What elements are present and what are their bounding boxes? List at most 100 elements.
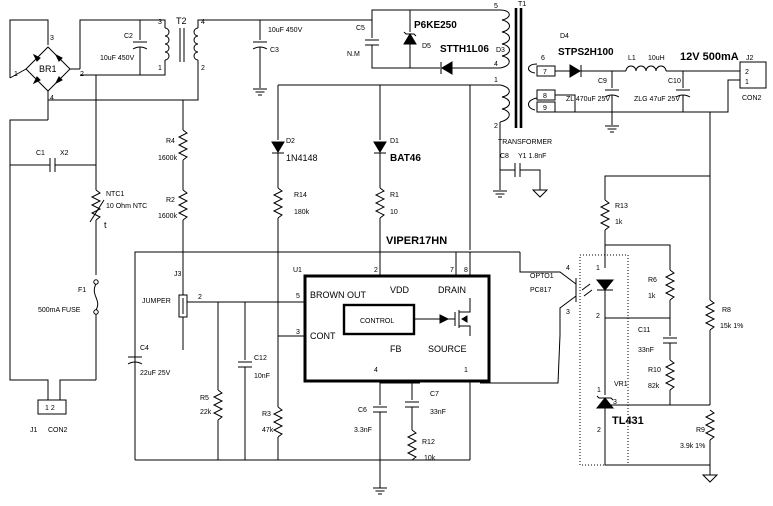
r5-label: R5 — [200, 395, 209, 402]
jumper-label: JUMPER — [142, 298, 171, 305]
c1-class: X2 — [60, 150, 69, 157]
j2-pin2: 2 — [745, 69, 749, 76]
r12-label: R12 — [422, 439, 435, 446]
r6-value: 1k — [648, 293, 656, 300]
pin-vdd: VDD — [390, 285, 410, 295]
thermistor-ntc1: NTC1 10 Ohm NTC t — [89, 189, 147, 275]
u1-pin8: 8 — [464, 267, 468, 274]
c12-value: 10nF — [254, 373, 270, 380]
t2-pin4: 4 — [201, 19, 205, 26]
u1-label: U1 — [293, 267, 302, 274]
transformer-t1: T1 5 4 1 2 TRANSFORMER 7 8 9 6 C8 Y1 1.8… — [492, 1, 556, 198]
transformer-label: TRANSFORMER — [498, 139, 552, 146]
capacitor-c4: C4 22uF 25V — [127, 251, 520, 460]
opto-pin3: 3 — [566, 309, 570, 316]
vr1-label: VR1 — [614, 381, 628, 388]
pin-source: SOURCE — [428, 344, 467, 354]
c4-value: 22uF 25V — [140, 370, 171, 377]
output-rating: 12V 500mA — [680, 51, 739, 63]
u1-pin5: 5 — [296, 293, 300, 300]
c6-label: C6 — [358, 407, 367, 414]
j1-label: J1 — [30, 427, 38, 434]
d4-label: D4 — [560, 33, 569, 40]
stps2h100-label: STPS2H100 — [558, 47, 614, 58]
t1-pin8: 8 — [543, 93, 547, 100]
feedback-section: R6 1k OPTO1 PC817 4 3 1 2 C11 33nF R10 8… — [480, 244, 710, 466]
d2-value: 1N4148 — [286, 153, 318, 163]
r3-value: 47k — [262, 427, 274, 434]
j1-pins: 1 2 — [45, 405, 55, 412]
r4-value: 1600k — [158, 155, 178, 162]
capacitor-c3: 10uF 450V C3 — [252, 20, 303, 96]
fb-network: C6 3.3nF C7 33nF R12 10k — [354, 381, 471, 462]
input-section: BR1 1 2 3 4 C2 10uF 450V T2 3 — [9, 9, 500, 434]
c11-label: C11 — [638, 327, 650, 334]
j1-value: CON2 — [48, 427, 68, 434]
capacitor-c2: C2 10uF 450V — [100, 33, 148, 75]
p6ke250-label: P6KE250 — [414, 20, 457, 31]
d5-label: D5 — [422, 43, 431, 50]
r10-value: 82k — [648, 383, 660, 390]
r8-label: R8 — [722, 307, 731, 314]
viper-ic-u1: VIPER17HN U1 BROWN OUT CONT VDD DRAIN FB… — [293, 85, 491, 383]
r5-value: 22k — [200, 409, 212, 416]
c3-label: C3 — [270, 47, 279, 54]
aux-supply: D2 1N4148 R14 180k R3 47k D1 BAT46 R1 10 — [262, 84, 500, 460]
r13-label: R13 — [615, 203, 628, 210]
connector-j1: 1 2 J1 CON2 — [30, 399, 68, 434]
brown-out-divider: R4 1600k R2 1600k J3 JUMPER 2 R5 22k C12… — [142, 100, 305, 460]
t1-pin9: 9 — [543, 105, 547, 112]
opto1-label: OPTO1 — [530, 273, 554, 280]
r3-label: R3 — [262, 411, 271, 418]
choke-t2: T2 3 1 4 2 — [48, 16, 260, 101]
u1-pin7: 7 — [450, 267, 454, 274]
c3-value: 10uF 450V — [268, 27, 303, 34]
pin-brown-out: BROWN OUT — [310, 290, 366, 300]
r4-label: R4 — [166, 138, 175, 145]
c11-value: 33nF — [638, 347, 654, 354]
j2-value: CON2 — [742, 95, 762, 102]
r1-value: 10 — [390, 209, 398, 216]
stth1l06-label: STTH1L06 — [440, 44, 489, 55]
pin-drain: DRAIN — [438, 285, 466, 295]
capacitor-c1: C1 X2 — [10, 150, 96, 172]
t2-pin2: 2 — [201, 65, 205, 72]
t1-pin5: 5 — [494, 3, 498, 10]
r2-value: 1600k — [158, 213, 178, 220]
t1-pin2: 2 — [494, 123, 498, 130]
vr-pin2: 2 — [597, 427, 601, 434]
pin-fb: FB — [390, 344, 402, 354]
br1-label: BR1 — [39, 64, 57, 74]
c10-label: C10 — [668, 78, 681, 85]
f1-label: F1 — [78, 287, 86, 294]
vr-pin1: 1 — [597, 387, 601, 394]
f1-value: 500mA FUSE — [38, 307, 81, 314]
t1-pin6: 6 — [541, 55, 545, 62]
ntc-symbol: t — [104, 220, 107, 230]
c10-value: ZLG 47uF 25V — [634, 96, 680, 103]
viper17hn-label: VIPER17HN — [386, 235, 447, 247]
r1-label: R1 — [390, 192, 399, 199]
t1-pin7: 7 — [543, 69, 547, 76]
u1-pin4: 4 — [374, 367, 378, 374]
br1-pin3: 3 — [50, 35, 54, 42]
pc817-label: PC817 — [530, 287, 552, 294]
c7-value: 33nF — [430, 409, 446, 416]
r6-label: R6 — [648, 277, 657, 284]
opto-pin1: 1 — [596, 265, 600, 272]
bridge-rectifier-br1: BR1 1 2 3 4 — [9, 19, 84, 120]
d2-label: D2 — [286, 138, 295, 145]
c5-label: C5 — [356, 25, 365, 32]
r13-value: 1k — [615, 219, 623, 226]
t2-pin3: 3 — [158, 19, 162, 26]
r10-label: R10 — [648, 367, 661, 374]
c7-label: C7 — [430, 391, 439, 398]
ntc1-value: 10 Ohm NTC — [106, 203, 147, 210]
r2-label: R2 — [166, 197, 175, 204]
clamp-network: C5 N.M P6KE250 D5 STTH1L06 D3 — [347, 10, 505, 75]
pin-cont: CONT — [310, 331, 336, 341]
c9-value: ZL 470uF 25V — [566, 96, 610, 103]
u1-pin3: 3 — [296, 329, 300, 336]
output-section: D4 STPS2H100 L1 10uH 12V 500mA C9 ZL 470… — [555, 33, 767, 483]
c2-label: C2 — [124, 33, 133, 40]
